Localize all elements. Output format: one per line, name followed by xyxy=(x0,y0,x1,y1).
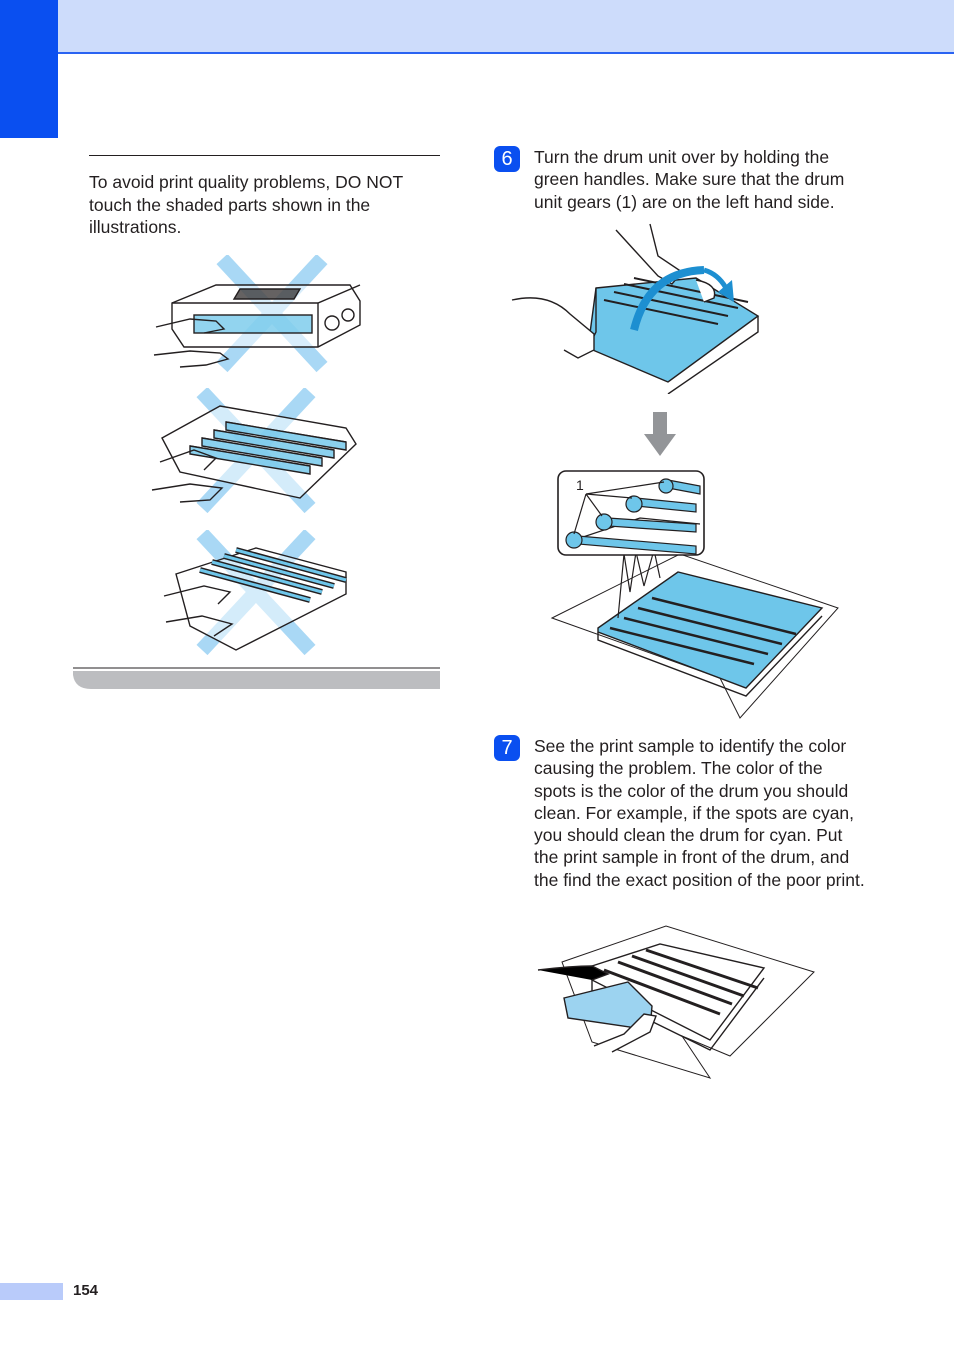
step-6: 6 Turn the drum unit over by holding the… xyxy=(494,146,869,213)
step-text: Turn the drum unit over by holding the g… xyxy=(534,147,845,212)
step-7: 7 See the print sample to identify the c… xyxy=(494,735,869,891)
note-bottom-bar xyxy=(73,667,440,689)
chapter-tab xyxy=(0,0,58,138)
page-number: 154 xyxy=(73,1282,99,1299)
header-band xyxy=(0,0,954,54)
page-number-tab xyxy=(0,1283,63,1300)
note-top-rule xyxy=(89,155,440,156)
step-number-badge: 6 xyxy=(494,146,520,172)
step-number-badge: 7 xyxy=(494,735,520,761)
print-sample-illustration xyxy=(537,925,815,1079)
drum-unit-illustration xyxy=(151,388,357,513)
note-text: To avoid print quality problems, DO NOT … xyxy=(89,172,403,237)
toner-cartridge-illustration xyxy=(153,255,361,373)
down-arrow-icon xyxy=(644,412,676,456)
drum-gears-illustration: 1 xyxy=(550,470,839,719)
step-text: See the print sample to identify the col… xyxy=(534,736,865,890)
drum-unit-flipped-illustration xyxy=(163,530,347,655)
callout-label: 1 xyxy=(576,477,584,493)
drum-turn-illustration xyxy=(511,223,760,394)
